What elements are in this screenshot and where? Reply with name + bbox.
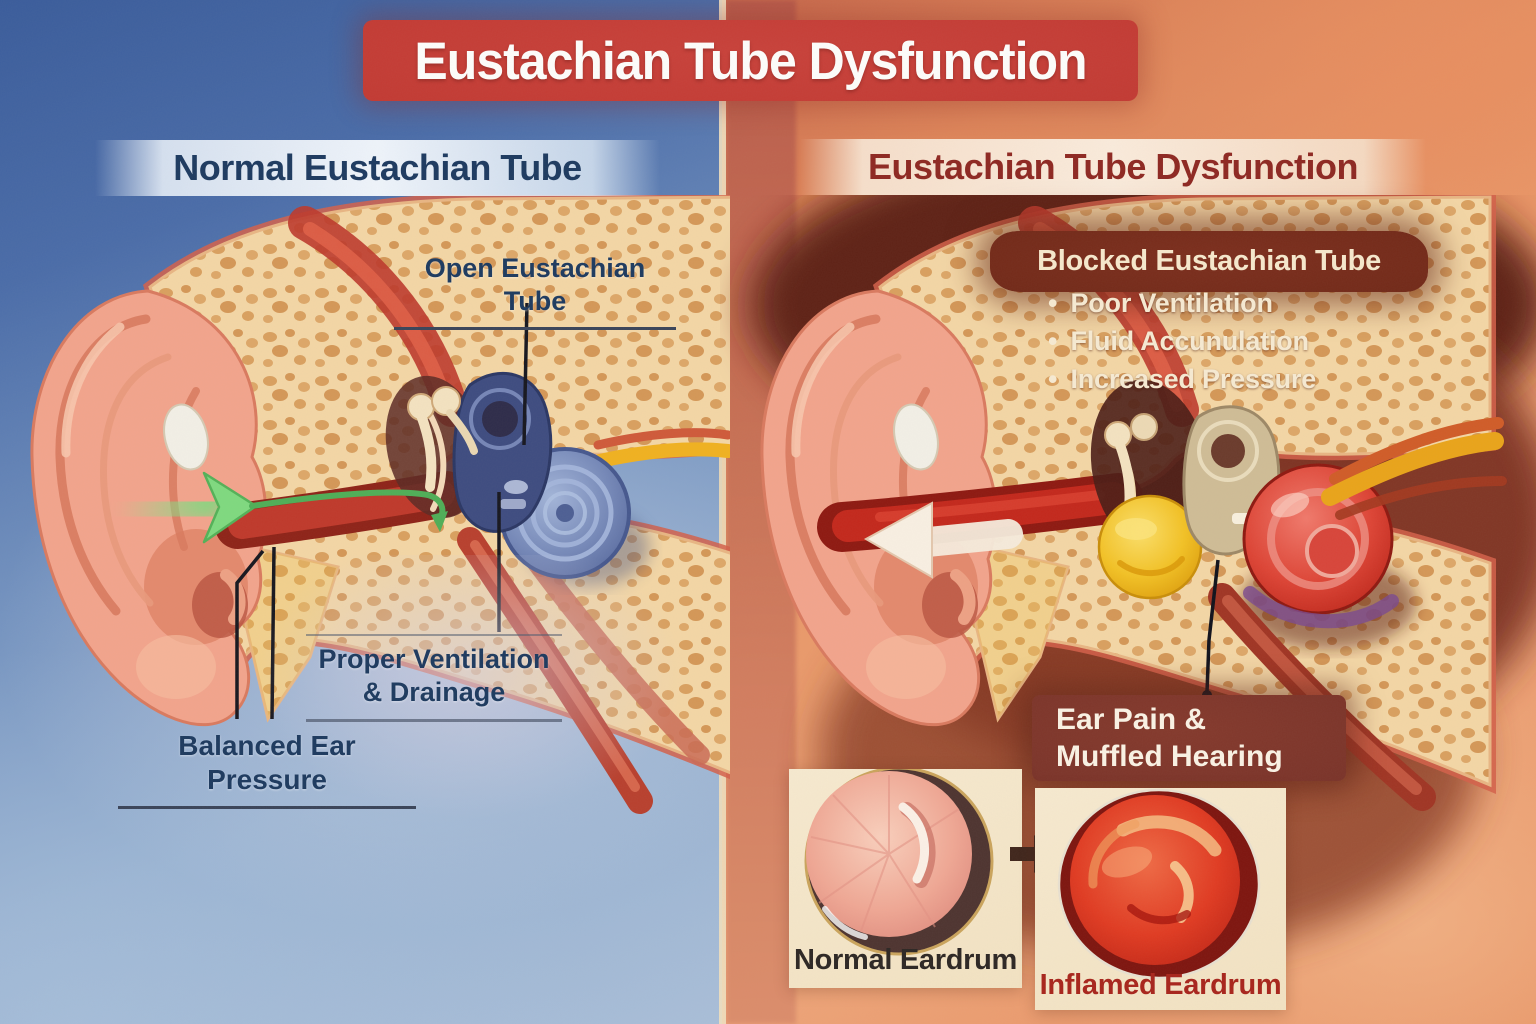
- right-panel-heading: Eustachian Tube Dysfunction: [800, 139, 1426, 195]
- bullet-dot-icon: •: [1048, 288, 1058, 318]
- bullet-dot-icon: •: [1048, 326, 1058, 356]
- symptom-bullet-list: • Poor Ventilation • Fluid Accunulation …: [1048, 288, 1408, 402]
- ear-pain-label-box: Ear Pain & Muffled Hearing: [1032, 695, 1346, 781]
- bullet-item: • Fluid Accunulation: [1048, 326, 1408, 357]
- inflamed-eardrum-label: Inflamed Eardrum: [1039, 969, 1282, 1001]
- inflamed-eardrum-card: Inflamed Eardrum: [1035, 788, 1286, 1010]
- left-heading-text: Normal Eustachian Tube: [173, 147, 582, 188]
- ventilation-line1: Proper Ventilation: [318, 644, 550, 674]
- pressure-label: Balanced Ear Pressure: [118, 729, 416, 810]
- panel-divider-line: [719, 0, 726, 1024]
- bullet-item: • Increased Pressure: [1048, 364, 1408, 395]
- page-title: Eustachian Tube Dysfunction: [414, 30, 1087, 91]
- bullet-item: • Poor Ventilation: [1048, 288, 1408, 319]
- symptom-line1: Ear Pain &: [1056, 703, 1207, 736]
- title-banner: Eustachian Tube Dysfunction: [363, 20, 1138, 101]
- left-panel-heading: Normal Eustachian Tube: [95, 140, 660, 196]
- normal-eardrum-label: Normal Eardrum: [793, 944, 1018, 976]
- ventilation-line2: & Drainage: [362, 676, 506, 707]
- bullet-text: Poor Ventilation: [1070, 288, 1273, 318]
- normal-eardrum-card: Normal Eardrum: [789, 766, 1022, 988]
- bullet-text: Increased Pressure: [1070, 364, 1317, 394]
- bullet-text: Fluid Accunulation: [1070, 326, 1309, 356]
- symptom-line2: Muffled Hearing: [1056, 740, 1283, 773]
- right-heading-text: Eustachian Tube Dysfunction: [868, 146, 1358, 187]
- ventilation-label: Proper Ventilation & Drainage: [306, 634, 562, 722]
- open-tube-label: Open Eustachian Tube: [394, 252, 676, 330]
- bullet-dot-icon: •: [1048, 364, 1058, 394]
- callout-heading-text: Blocked Eustachian Tube: [1037, 245, 1381, 277]
- blocked-tube-callout: Blocked Eustachian Tube: [990, 231, 1428, 292]
- panel-transition-strip: [726, 0, 796, 1024]
